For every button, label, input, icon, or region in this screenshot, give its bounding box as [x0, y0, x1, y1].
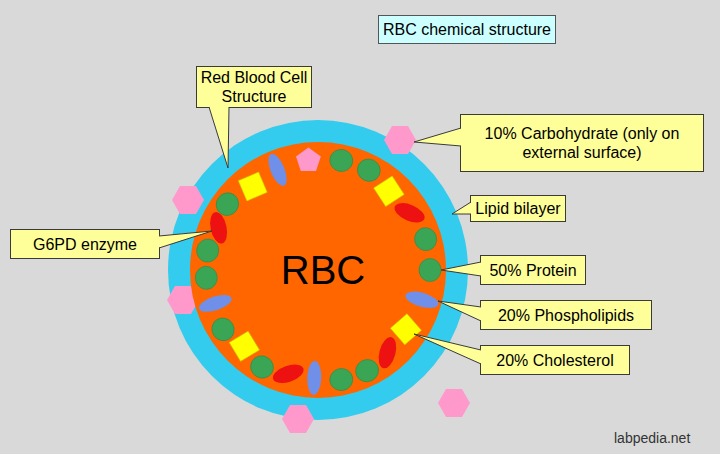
cholesterol-square — [374, 176, 404, 206]
carbohydrate-hexagon — [384, 126, 416, 154]
callout-box: Red Blood Cell Structure — [196, 66, 312, 108]
title-box: RBC chemical structure — [378, 15, 556, 44]
protein-circle — [212, 188, 243, 220]
callout-tail — [452, 202, 472, 214]
callout-tail — [414, 334, 482, 364]
protein-circle — [328, 366, 355, 392]
protein-circle — [195, 237, 221, 263]
cell-circle: RBC — [190, 142, 446, 398]
callout-text: 20% Cholesterol — [496, 351, 613, 370]
callout-tail-outline — [441, 262, 481, 276]
callout-tail-outline — [414, 128, 461, 146]
g6pd-ellipse — [270, 361, 305, 387]
callout-text: Red Blood Cell Structure — [200, 68, 308, 106]
phospholipid-ellipse — [307, 361, 322, 395]
membrane-components — [194, 147, 441, 395]
protein-circle — [412, 225, 439, 253]
callout-box: Lipid bilayer — [470, 195, 566, 222]
cholesterol-square — [229, 331, 259, 361]
carbohydrate-hexagon — [438, 389, 470, 417]
callout-tail-outline — [438, 301, 481, 321]
cholesterol-square — [390, 314, 421, 345]
callout-tail-outline — [414, 334, 481, 364]
protein-circle — [208, 314, 239, 345]
carbohydrate-pentagon — [296, 147, 321, 171]
protein-circle — [419, 259, 441, 282]
g6pd-ellipse — [207, 210, 229, 245]
protein-circle — [354, 155, 384, 185]
protein-circle — [352, 356, 382, 386]
callout-text: Lipid bilayer — [475, 199, 560, 218]
callout-tail — [438, 301, 482, 321]
callout-tail-outline — [452, 202, 471, 214]
cytoplasm-circle — [190, 142, 446, 398]
g6pd-ellipse — [376, 335, 400, 370]
cholesterol-square — [238, 172, 267, 201]
callout-tails — [158, 106, 482, 364]
protein-circle — [194, 266, 218, 290]
callout-tail-outline — [159, 231, 212, 248]
callout-box: 10% Carbohydrate (only on external surfa… — [460, 114, 704, 172]
callout-text: 20% Phospholipids — [498, 306, 634, 325]
callout-box: G6PD enzyme — [10, 229, 160, 259]
phospholipid-ellipse — [265, 151, 291, 188]
carbohydrate-hexagon — [282, 405, 314, 433]
protein-circle — [247, 352, 278, 383]
lipid-bilayer-ring — [168, 120, 468, 420]
protein-circle — [328, 147, 355, 173]
callout-text: G6PD enzyme — [33, 235, 137, 254]
callout-text: 50% Protein — [489, 261, 576, 280]
carbohydrate-hexagon — [172, 186, 204, 214]
callout-text: 10% Carbohydrate (only on external surfa… — [464, 124, 700, 162]
callout-tail — [441, 262, 482, 276]
callout-tail — [158, 231, 212, 248]
callout-box: 20% Cholesterol — [480, 345, 630, 375]
g6pd-ellipse — [392, 199, 428, 226]
callout-tail-outline — [209, 107, 229, 168]
phospholipid-ellipse — [197, 291, 234, 315]
callout-tail — [414, 128, 462, 146]
title-text: RBC chemical structure — [383, 20, 551, 39]
callout-box: 50% Protein — [480, 255, 586, 285]
carbohydrate-group — [167, 126, 470, 433]
callout-tail — [209, 106, 229, 168]
phospholipid-ellipse — [404, 288, 441, 311]
callout-box: 20% Phospholipids — [480, 300, 652, 330]
watermark: labpedia.net — [614, 430, 690, 446]
cell-label: RBC — [281, 248, 365, 292]
